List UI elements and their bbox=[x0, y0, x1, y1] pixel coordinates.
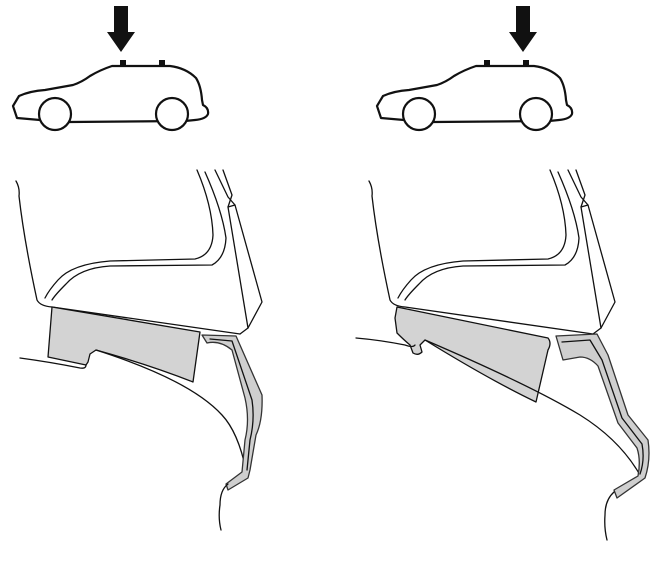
left-panel bbox=[11, 6, 263, 531]
roof-curve bbox=[95, 349, 247, 471]
down-arrow-icon bbox=[107, 6, 135, 52]
clip-inner-line bbox=[561, 339, 644, 475]
door-frame-line bbox=[218, 483, 229, 531]
roof-line bbox=[19, 357, 87, 369]
car-side-view bbox=[375, 58, 574, 132]
door-frame-line bbox=[604, 491, 615, 541]
down-arrow-icon bbox=[509, 6, 537, 52]
foot-pad bbox=[47, 306, 201, 383]
car-side-view bbox=[11, 58, 210, 132]
fitting-clip bbox=[555, 333, 650, 499]
fitting-clip bbox=[201, 334, 263, 491]
foot-pad bbox=[394, 306, 551, 403]
right-panel bbox=[355, 6, 650, 541]
clip-inner-line bbox=[209, 338, 254, 471]
roof-curve bbox=[424, 339, 641, 476]
roof-line bbox=[355, 337, 416, 348]
